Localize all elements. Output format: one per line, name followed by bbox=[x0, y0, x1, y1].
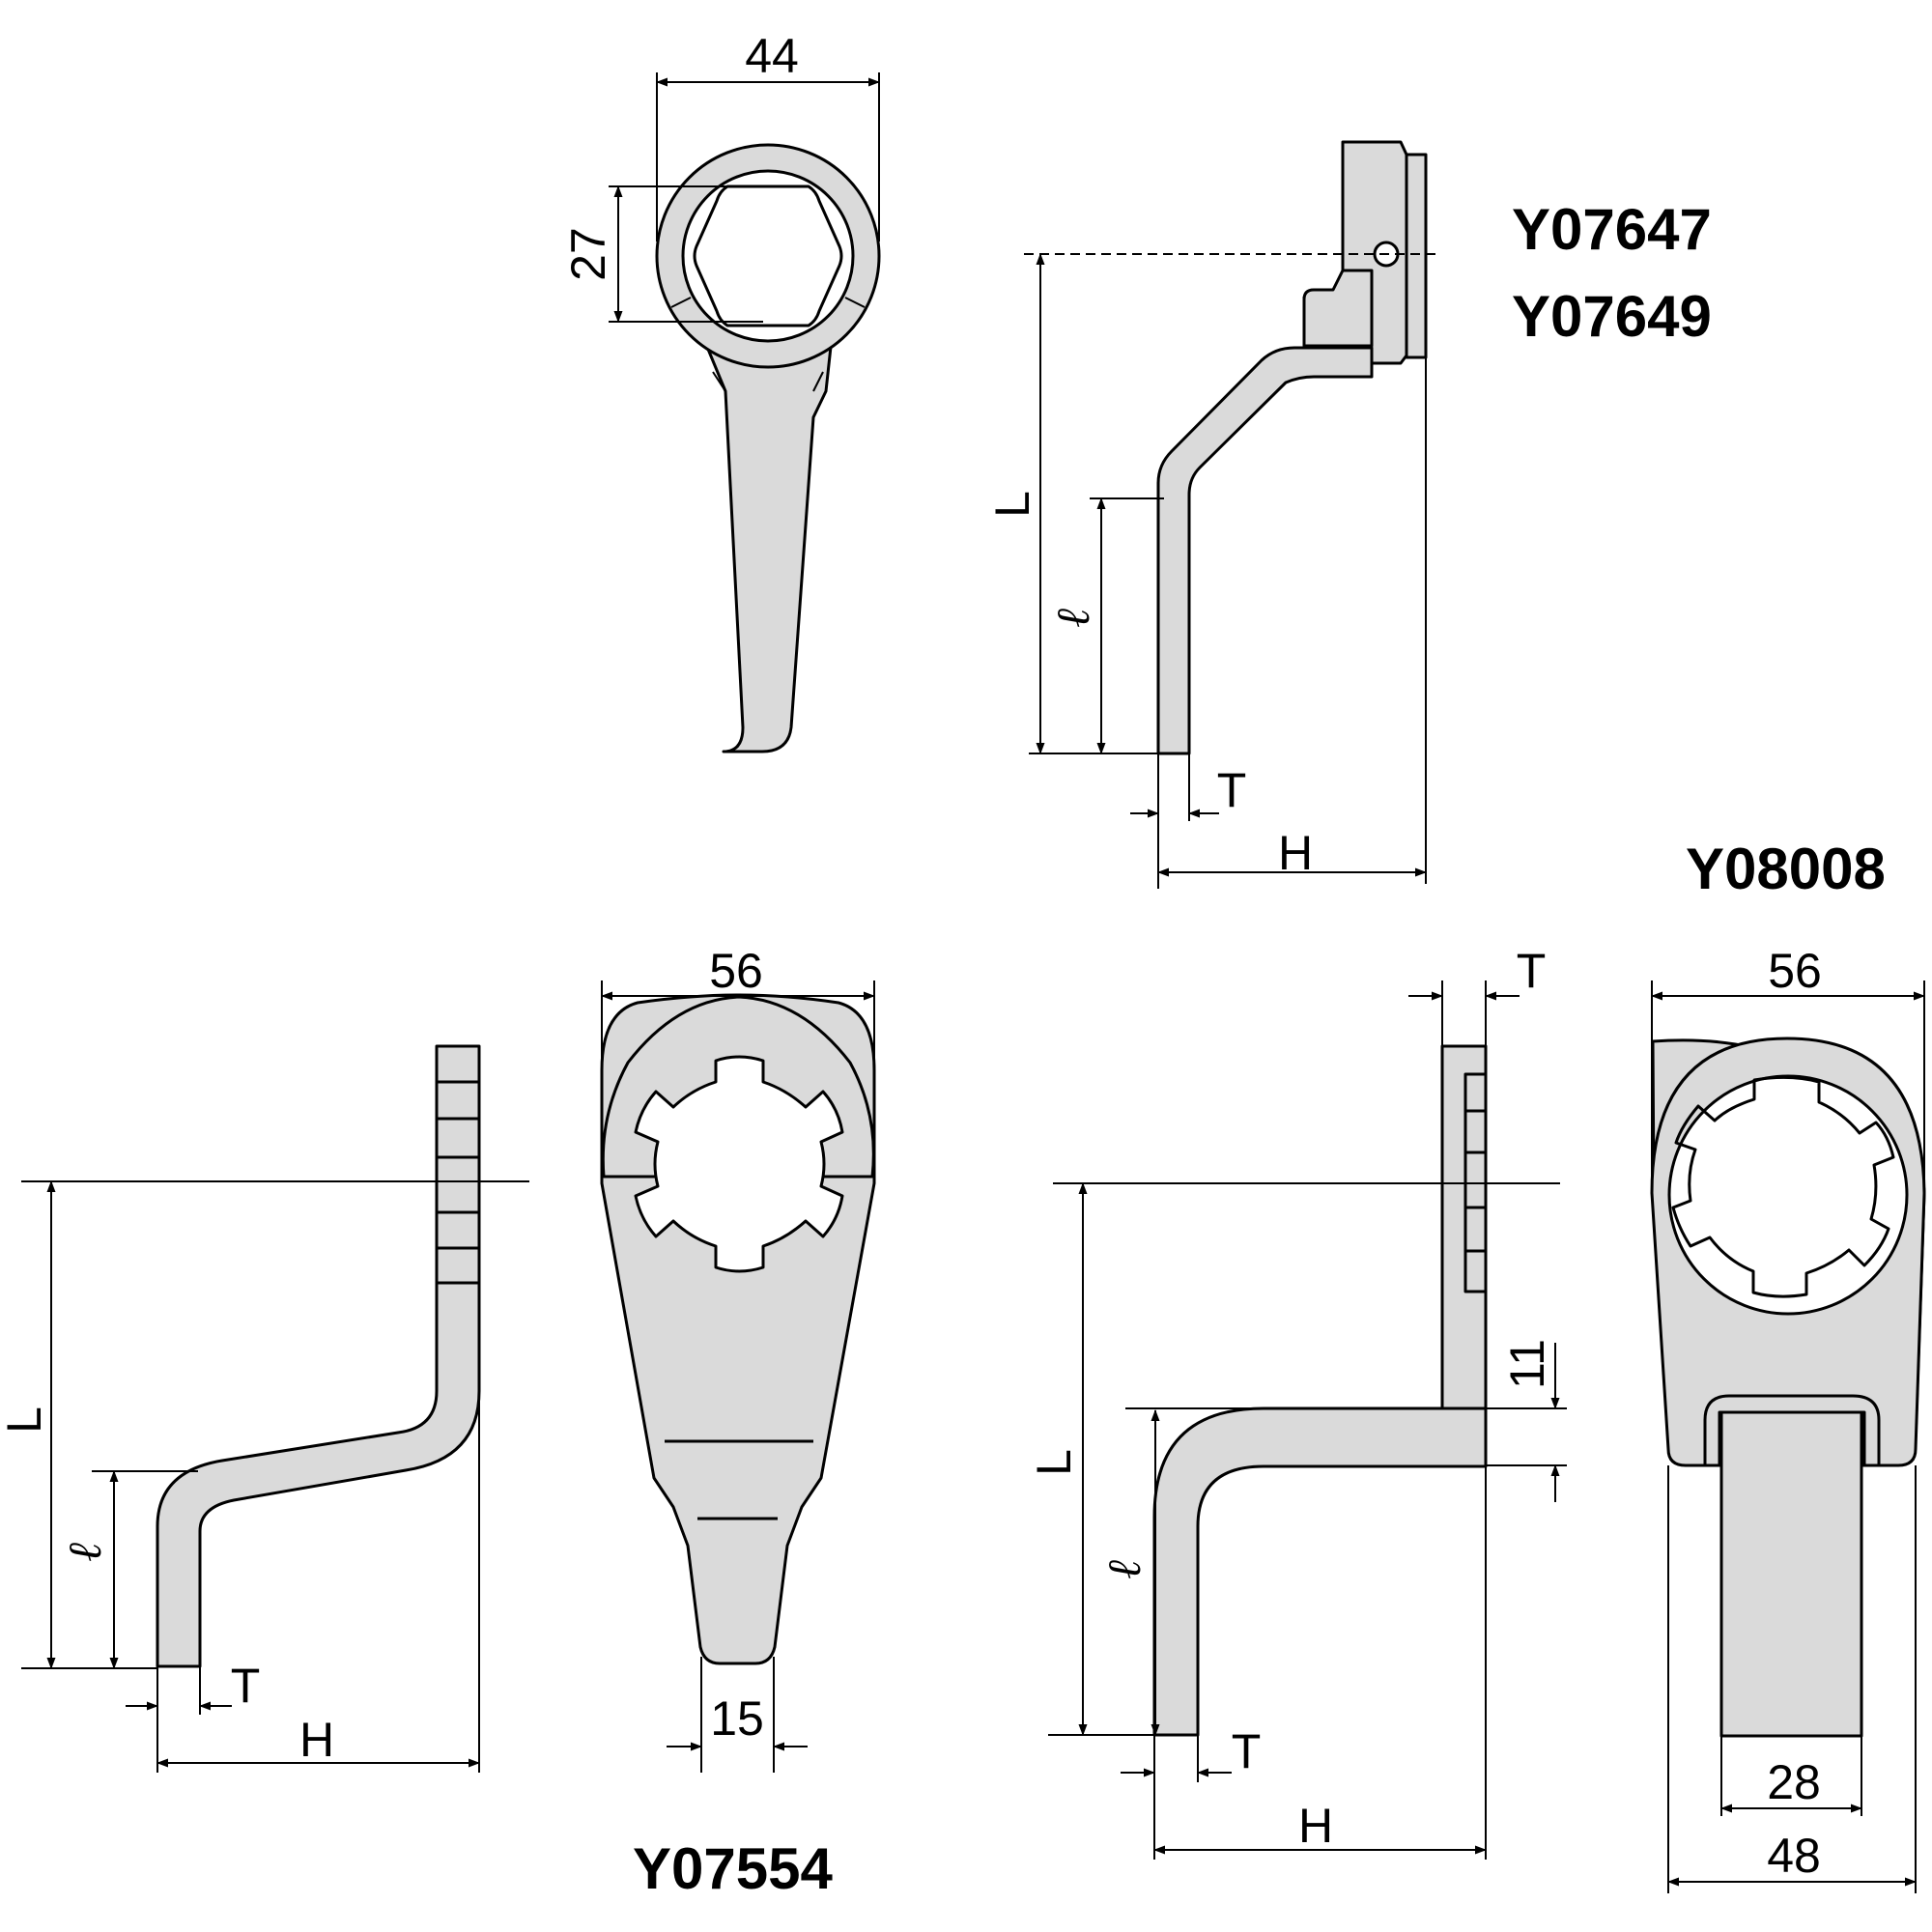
model-code-y08008: Y08008 bbox=[1686, 837, 1886, 901]
top-wrench-body bbox=[705, 345, 833, 753]
left-front-spline-bore bbox=[634, 1055, 844, 1273]
dim-l-right-label: ℓ bbox=[1097, 1560, 1151, 1579]
dim-48-label: 48 bbox=[1767, 1829, 1821, 1883]
top-side-arm bbox=[1156, 346, 1374, 755]
model-code-y07554: Y07554 bbox=[633, 1836, 833, 1901]
dim-T-right-top-label: T bbox=[1517, 944, 1547, 998]
dim-11-label: 11 bbox=[1500, 1339, 1554, 1389]
dim-T-right-bottom-label: T bbox=[1232, 1724, 1262, 1778]
bottom-right-front-view: 56 28 48 bbox=[1650, 944, 1926, 1893]
dim-l-left-label: ℓ bbox=[58, 1543, 112, 1562]
top-side-block bbox=[1302, 269, 1374, 348]
top-hex-socket bbox=[693, 185, 843, 327]
dim-L-right-label: L bbox=[1027, 1449, 1081, 1476]
right-side-arm bbox=[1152, 1406, 1488, 1737]
neck-line-left bbox=[712, 371, 726, 392]
model-code-y07649: Y07649 bbox=[1512, 284, 1712, 349]
dim-H-right-label: H bbox=[1298, 1799, 1333, 1853]
dim-L-left-label: L bbox=[0, 1406, 51, 1434]
neck-line-right bbox=[812, 371, 824, 392]
dim-56-right-label: 56 bbox=[1768, 944, 1822, 998]
ring-seam-left bbox=[670, 297, 692, 308]
dim-28-label: 28 bbox=[1767, 1755, 1821, 1809]
top-front-view: 44 27 bbox=[561, 29, 881, 753]
right-front-inner-ring bbox=[1671, 1075, 1895, 1298]
dim-L-top-label: L bbox=[985, 491, 1039, 518]
bottom-right-side-view: T 11 L ℓ T H bbox=[1027, 944, 1567, 1860]
model-code-y07647: Y07647 bbox=[1512, 197, 1712, 262]
ring-seam-right bbox=[844, 297, 866, 308]
dim-27-label: 27 bbox=[561, 227, 615, 281]
bottom-left-side-view: L ℓ T H bbox=[0, 1044, 529, 1773]
top-side-view: L ℓ T H bbox=[985, 140, 1439, 889]
top-side-flange bbox=[1405, 153, 1428, 359]
bottom-left-front-view: 56 15 bbox=[600, 944, 876, 1773]
dim-T-top-label: T bbox=[1217, 763, 1247, 817]
dim-15-label: 15 bbox=[710, 1691, 764, 1746]
dim-l-top-label: ℓ bbox=[1046, 609, 1100, 628]
dim-T-left-label: T bbox=[231, 1659, 261, 1713]
dim-56-left-label: 56 bbox=[709, 944, 763, 998]
dim-H-top-label: H bbox=[1278, 826, 1313, 880]
dim-H-left-label: H bbox=[299, 1713, 334, 1767]
left-side-arm bbox=[156, 1281, 481, 1668]
right-front-shank bbox=[1719, 1410, 1863, 1738]
dim-44-label: 44 bbox=[745, 29, 799, 83]
